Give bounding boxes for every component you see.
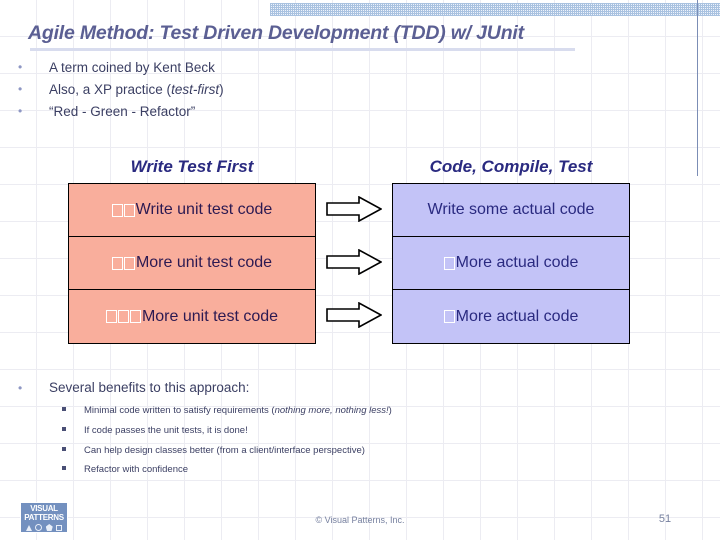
table-row: More unit test code (69, 237, 315, 290)
pentagon-icon (45, 524, 53, 531)
intro-bullet-0-text: A term coined by Kent Beck (49, 60, 215, 75)
intro-bullet-1: • Also, a XP practice (test-first) (18, 82, 658, 97)
bullet-marker-icon: • (18, 381, 23, 395)
cell-text: Write unit test code (135, 201, 273, 218)
square-icon (56, 524, 63, 531)
benefit-item-1: If code passes the unit tests, it is don… (62, 425, 248, 436)
benefit-item-3: Refactor with confidence (62, 464, 188, 475)
page-number: 51 (658, 513, 672, 525)
table-row: Write unit test code (69, 184, 315, 237)
benefit-item-0-post: ) (388, 405, 392, 416)
decorative-vertical-rule (697, 0, 698, 176)
bullet-marker-icon: • (18, 104, 23, 118)
benefit-item-1-text: If code passes the unit tests, it is don… (84, 425, 248, 436)
benefit-item-2: Can help design classes better (from a c… (62, 445, 365, 456)
visual-patterns-logo: VISUAL PATTERNS (20, 502, 68, 533)
benefit-item-3-text: Refactor with confidence (84, 464, 189, 475)
decorative-top-banner (270, 3, 720, 16)
benefits-heading: • Several benefits to this approach: (18, 380, 249, 395)
cell-text: More actual code (455, 254, 579, 271)
table-row: More unit test code (69, 290, 315, 343)
intro-bullet-0: • A term coined by Kent Beck (18, 60, 658, 75)
missing-glyph-icon (443, 310, 455, 323)
bullet-marker-icon: • (18, 60, 23, 74)
title-underline (30, 48, 575, 51)
table-row: More actual code (393, 290, 629, 343)
bullet-marker-icon: • (18, 82, 23, 96)
page-title: Agile Method: Test Driven Development (T… (28, 22, 524, 44)
copyright-notice: © Visual Patterns, Inc. (315, 515, 405, 525)
cell-text: More actual code (455, 307, 579, 325)
missing-glyph-icon (129, 310, 141, 323)
block-arrow-right-icon (326, 302, 382, 328)
block-arrow-right-icon (326, 196, 382, 222)
cell-text: Write some actual code (427, 201, 595, 218)
column-heading-right: Code, Compile, Test (429, 157, 593, 176)
test-first-table: Write unit test code More unit test code… (68, 183, 316, 344)
logo-line-2: PATTERNS (24, 513, 64, 522)
intro-bullet-2: • “Red - Green - Refactor” (18, 104, 658, 119)
code-compile-test-table: Write some actual code More actual code … (392, 183, 630, 344)
column-heading-left: Write Test First (130, 157, 254, 176)
benefit-item-2-text: Can help design classes better (from a c… (84, 445, 365, 456)
missing-glyph-icon (123, 203, 135, 217)
benefit-item-0-pre: Minimal code written to satisfy requirem… (84, 405, 275, 416)
square-bullet-icon (62, 427, 66, 431)
benefits-heading-text: Several benefits to this approach: (49, 380, 250, 395)
missing-glyph-icon (111, 203, 123, 217)
missing-glyph-icon (117, 310, 129, 323)
triangle-icon (25, 524, 32, 531)
intro-bullet-1-pre: Also, a XP practice ( (49, 82, 172, 97)
logo-line-1: VISUAL (30, 504, 58, 513)
missing-glyph-icon (123, 256, 135, 270)
benefit-item-0-emphasis: nothing more, nothing less! (274, 405, 389, 416)
square-bullet-icon (62, 407, 66, 411)
square-bullet-icon (62, 447, 66, 451)
benefit-item-0: Minimal code written to satisfy requirem… (62, 405, 392, 416)
table-row: Write some actual code (393, 184, 629, 237)
intro-bullet-1-emphasis: test-first (171, 82, 220, 97)
missing-glyph-icon (105, 310, 117, 323)
circle-icon (35, 524, 43, 531)
cell-text: More unit test code (135, 254, 273, 271)
table-row: More actual code (393, 237, 629, 290)
intro-bullet-1-post: ) (219, 82, 224, 97)
logo-shapes (23, 522, 65, 533)
block-arrow-right-icon (326, 249, 382, 275)
cell-text: More unit test code (141, 307, 279, 325)
missing-glyph-icon (111, 256, 123, 270)
intro-bullet-2-text: “Red - Green - Refactor” (49, 104, 196, 119)
missing-glyph-icon (443, 256, 455, 270)
square-bullet-icon (62, 466, 66, 470)
